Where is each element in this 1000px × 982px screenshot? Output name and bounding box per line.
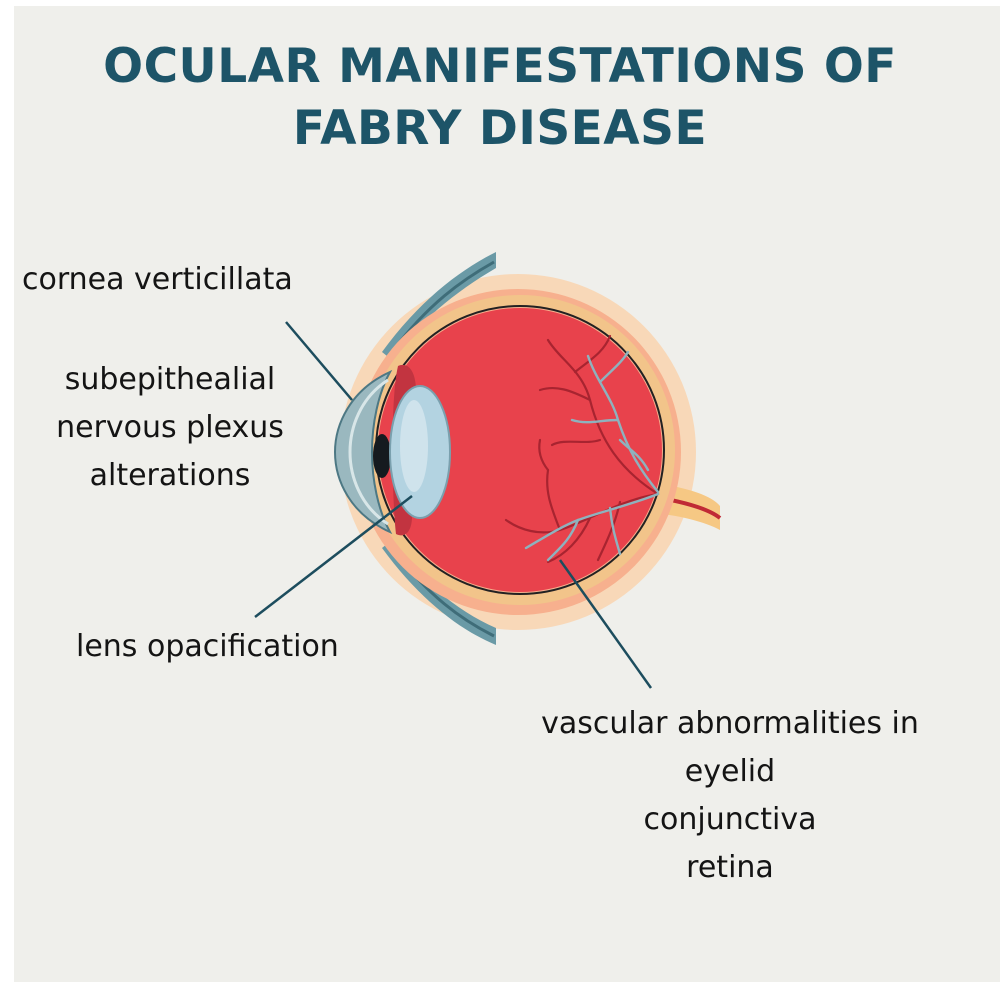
label-vascular-line-1: vascular abnormalities in [510,700,950,748]
pupil [373,434,391,478]
label-vascular-abnormalities: vascular abnormalities in eyelid conjunc… [510,700,950,892]
label-nervous-plexus: subepithealial nervous plexus alteration… [20,356,320,500]
label-vascular-line-4: retina [510,844,950,892]
label-cornea-verticillata: cornea verticillata [22,256,293,304]
label-nervous-plexus-line-1: subepithealial [20,356,320,404]
label-lens-opacification: lens opacification [76,623,339,671]
lens-highlight [400,400,428,492]
label-vascular-line-3: conjunctiva [510,796,950,844]
label-nervous-plexus-line-2: nervous plexus [20,404,320,452]
label-nervous-plexus-line-3: alterations [20,452,320,500]
label-vascular-line-2: eyelid [510,748,950,796]
